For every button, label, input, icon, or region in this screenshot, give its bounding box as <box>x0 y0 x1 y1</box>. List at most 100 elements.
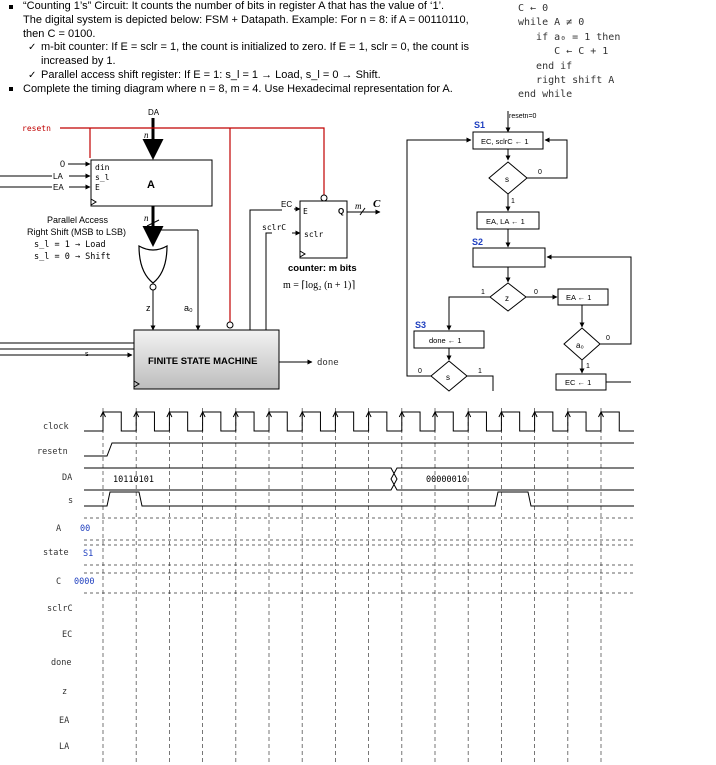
s-decision-1: 1 <box>511 198 515 205</box>
bullet-marker <box>9 5 13 9</box>
statement-line-7: Complete the timing diagram where n = 8,… <box>23 83 453 95</box>
pseudocode: C ← 0 while A ≠ 0 if a₀ = 1 then C ← C + … <box>518 2 620 103</box>
timing-diagram: clock resetn DA s A state C sclrC EC don… <box>37 408 634 762</box>
pseudo-line: end while <box>518 89 573 101</box>
bus-slash <box>359 207 366 216</box>
port-e: E <box>95 183 100 192</box>
pseudo-line: end if <box>518 60 573 72</box>
s-waveform <box>84 491 634 507</box>
clock-waveform <box>84 411 634 432</box>
nor-bubble <box>149 283 157 291</box>
signal-label-sclrc: sclrC <box>47 604 73 614</box>
signal-label-da: DA <box>62 473 72 483</box>
counter-port-q: Q <box>338 207 344 216</box>
bullet-marker <box>9 87 13 91</box>
counter-output-label: C <box>373 198 381 210</box>
clock-signal <box>84 411 634 432</box>
counter-formula: m = ⌈log₂ (n + 1)⌉ <box>283 280 355 291</box>
a0-decision-1: 1 <box>586 363 590 370</box>
statement-line-6: Parallel access shift register: If E = 1… <box>41 69 381 81</box>
counter-box <box>299 200 348 259</box>
s-decision-label: s <box>505 175 509 184</box>
s-input-label: s <box>85 351 89 358</box>
signal-label-state: state <box>43 548 69 558</box>
resetn-waveform <box>84 442 634 457</box>
signal-label-ea: EA <box>59 716 69 726</box>
s0-loop <box>527 137 568 179</box>
register-a-label: A <box>147 179 155 191</box>
a0-label: a₀ <box>184 303 193 313</box>
ea-la-box-text: EA, LA ← 1 <box>486 217 525 226</box>
resetn-label: resetn <box>22 124 51 133</box>
z-decision-0: 0 <box>534 289 538 296</box>
s-decision-s3-1: 1 <box>478 368 482 375</box>
signal-label-la: LA <box>59 742 69 752</box>
pseudo-line: if a₀ = 1 then <box>518 31 621 43</box>
fsm-reset-bubble <box>226 321 234 329</box>
s1-box-text: EC, sclrC ← 1 <box>481 137 529 146</box>
clock-triangle <box>90 198 97 206</box>
sclrc-label: sclrC <box>262 223 286 232</box>
clock-triangle <box>299 250 306 258</box>
statement-line-5: increased by 1. <box>41 55 116 67</box>
la-input-label: LA <box>53 172 63 181</box>
da-waveform-2 <box>390 467 634 491</box>
z-decision-label: z <box>505 294 509 303</box>
pseudo-line: C ← C + 1 <box>518 46 609 58</box>
da-label: DA <box>148 108 160 117</box>
a-initial-value: 00 <box>80 524 90 534</box>
circuit-diagram: DA n resetn A din s_l E 0 LA EA n a₀ Par… <box>0 108 632 392</box>
fsm-title: FINITE STATE MACHINE <box>148 356 257 367</box>
z-decision-1: 1 <box>481 289 485 296</box>
reg-desc-1: Parallel Access <box>47 215 109 225</box>
da-value-2: 00000010 <box>426 475 467 485</box>
ea-input-label: EA <box>53 183 64 192</box>
signal-label-ec: EC <box>62 630 72 640</box>
ea-box-text: EA ← 1 <box>566 293 591 302</box>
done-label: done <box>317 358 339 368</box>
pseudo-line: while A ≠ 0 <box>518 17 585 29</box>
signal-label-s: s <box>68 496 73 506</box>
bus-slash <box>146 139 160 147</box>
clock-triangle <box>133 380 140 388</box>
signal-label-clock: clock <box>43 422 69 432</box>
a0-decision-label: a₀ <box>576 341 584 350</box>
counter-title: counter: m bits <box>288 263 357 274</box>
s-decision-s3-0: 0 <box>418 368 422 375</box>
resetn-wire <box>60 127 325 196</box>
da-value-1: 10110101 <box>113 475 154 485</box>
bus-width-label: n <box>144 130 149 140</box>
s3-1-path <box>467 375 494 391</box>
z-decision <box>489 282 527 312</box>
counter-port-sclr: sclr <box>304 230 323 239</box>
reg-desc-3: s_l = 1 → Load <box>34 240 106 250</box>
ec-label: EC <box>281 200 292 209</box>
statement-line-1: “Counting 1’s” Circuit: It counts the nu… <box>23 0 445 12</box>
da-waveform-1 <box>84 467 398 491</box>
s2-box <box>472 247 546 268</box>
reg-desc-4: s_l = 0 → Shift <box>34 252 111 262</box>
ec-from-fsm <box>249 209 282 330</box>
resetn0-label: resetn=0 <box>509 113 537 120</box>
bus-slash <box>146 219 160 227</box>
sclrc-from-fsm <box>265 232 272 330</box>
signal-label-done: done <box>51 658 71 668</box>
a0-0-loop <box>546 254 632 345</box>
state-initial-value: S1 <box>83 549 93 559</box>
ec-box-text: EC ← 1 <box>565 378 591 387</box>
timing-grid <box>84 408 634 762</box>
state-s1-label: S1 <box>474 120 485 130</box>
z1-arrow <box>446 296 490 331</box>
check-icon: ✓ <box>28 70 37 81</box>
signal-label-a: A <box>56 524 61 534</box>
fsm-block <box>133 329 280 390</box>
signal-label-z: z <box>62 687 67 697</box>
counter-reset-bubble <box>320 194 328 202</box>
counter-port-e: E <box>303 207 308 216</box>
check-icon: ✓ <box>28 42 37 53</box>
state-s2-label: S2 <box>472 237 483 247</box>
signal-label-resetn: resetn <box>37 447 68 457</box>
pseudo-line: C ← 0 <box>518 3 549 14</box>
statement-line-2: The digital system is depicted below: FS… <box>23 14 469 26</box>
statement-line-3: then C = 0100. <box>23 28 96 40</box>
